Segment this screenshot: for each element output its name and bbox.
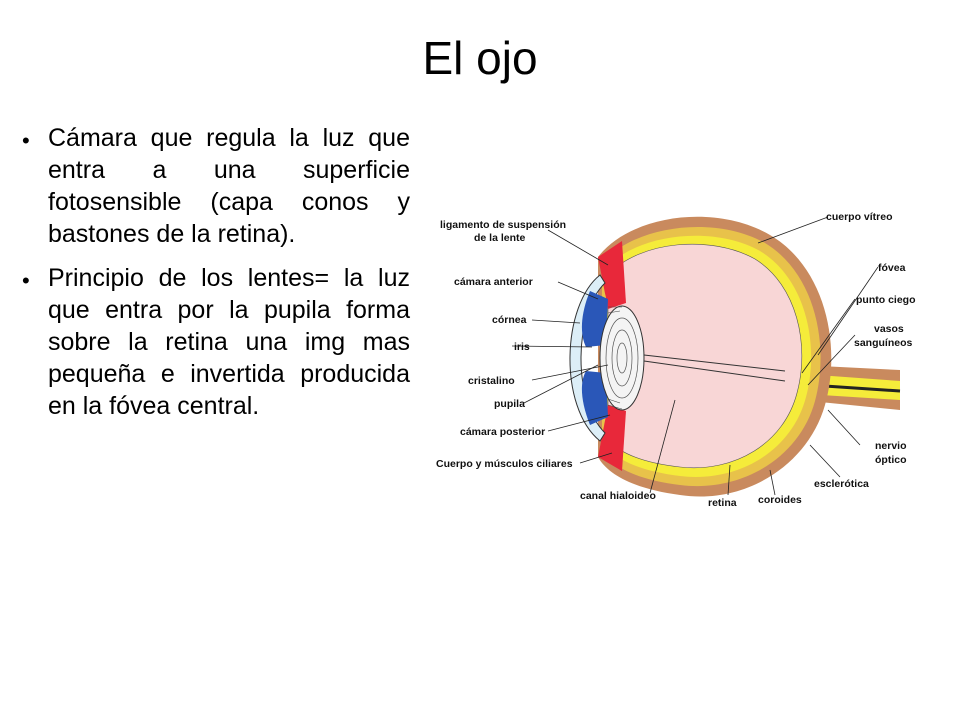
leader-line — [727, 464, 731, 496]
label-cuerpo-vitreo: cuerpo vítreo — [826, 211, 893, 223]
suspensory-ligament — [607, 306, 623, 410]
leader-line — [827, 409, 861, 446]
vitreous-body — [607, 243, 803, 469]
leader-line — [801, 298, 856, 374]
label-esclerotica: esclerótica — [814, 478, 869, 490]
leader-line — [649, 399, 676, 494]
leader-line — [579, 452, 613, 464]
lens-ring — [611, 329, 633, 387]
leader-line — [523, 364, 599, 404]
eye-diagram-svg: ligamento de suspensión de la lente cáma… — [436, 211, 916, 509]
bullet-item: • Principio de los lentes= la luz que en… — [20, 262, 410, 422]
label-coroides: coroides — [758, 494, 802, 506]
ciliary-body-bottom — [598, 405, 626, 471]
label-nervio-2: óptico — [875, 454, 907, 466]
label-cuerpo-musculos: Cuerpo y músculos ciliares — [436, 458, 573, 470]
leader-line — [809, 444, 841, 478]
lens-ring — [616, 342, 628, 374]
label-nervio-1: nervio — [875, 440, 907, 452]
leader-line — [547, 229, 609, 266]
bullet-text: Cámara que regula la luz que entra a una… — [48, 124, 410, 248]
label-ligamento-1: ligamento de suspensión — [440, 219, 566, 231]
bullet-dot-icon: • — [22, 268, 30, 293]
bullet-list: • Cámara que regula la luz que entra a u… — [20, 122, 410, 434]
label-ligamento-2: de la lente — [474, 232, 526, 244]
label-pupila: pupila — [494, 398, 525, 410]
leader-line — [769, 469, 776, 496]
slide-title: El ojo — [422, 32, 538, 84]
leader-line — [531, 319, 581, 324]
ciliary-body-top — [598, 241, 626, 309]
leader-line — [557, 281, 599, 300]
iris-top — [581, 291, 608, 347]
label-cornea: córnea — [492, 314, 527, 326]
label-punto-ciego: punto ciego — [856, 294, 916, 306]
bullet-dot-icon: • — [22, 128, 30, 153]
label-retina: retina — [708, 497, 737, 509]
label-iris: iris — [514, 341, 530, 353]
bullet-item: • Cámara que regula la luz que entra a u… — [20, 122, 410, 250]
leader-line — [511, 345, 593, 348]
label-fovea: fóvea — [878, 262, 906, 274]
label-camara-posterior: cámara posterior — [460, 426, 545, 438]
iris-bottom — [581, 371, 608, 425]
label-camara-anterior: cámara anterior — [454, 276, 533, 288]
lens-ring — [605, 317, 639, 399]
leader-line — [531, 364, 609, 381]
eye-diagram: ligamento de suspensión de la lente cáma… — [430, 195, 950, 525]
label-cristalino: cristalino — [468, 375, 515, 387]
leader-line — [817, 266, 879, 356]
hyaloid-canal — [643, 354, 786, 382]
label-vasos-2: sanguíneos — [854, 337, 913, 349]
label-vasos-1: vasos — [874, 323, 904, 335]
leader-line — [807, 334, 856, 386]
bullet-text: Principio de los lentes= la luz que entr… — [48, 264, 410, 420]
lens — [599, 305, 645, 411]
label-canal-hialoideo: canal hialoideo — [580, 490, 656, 502]
leader-line — [547, 414, 611, 432]
leader-line — [757, 216, 829, 244]
